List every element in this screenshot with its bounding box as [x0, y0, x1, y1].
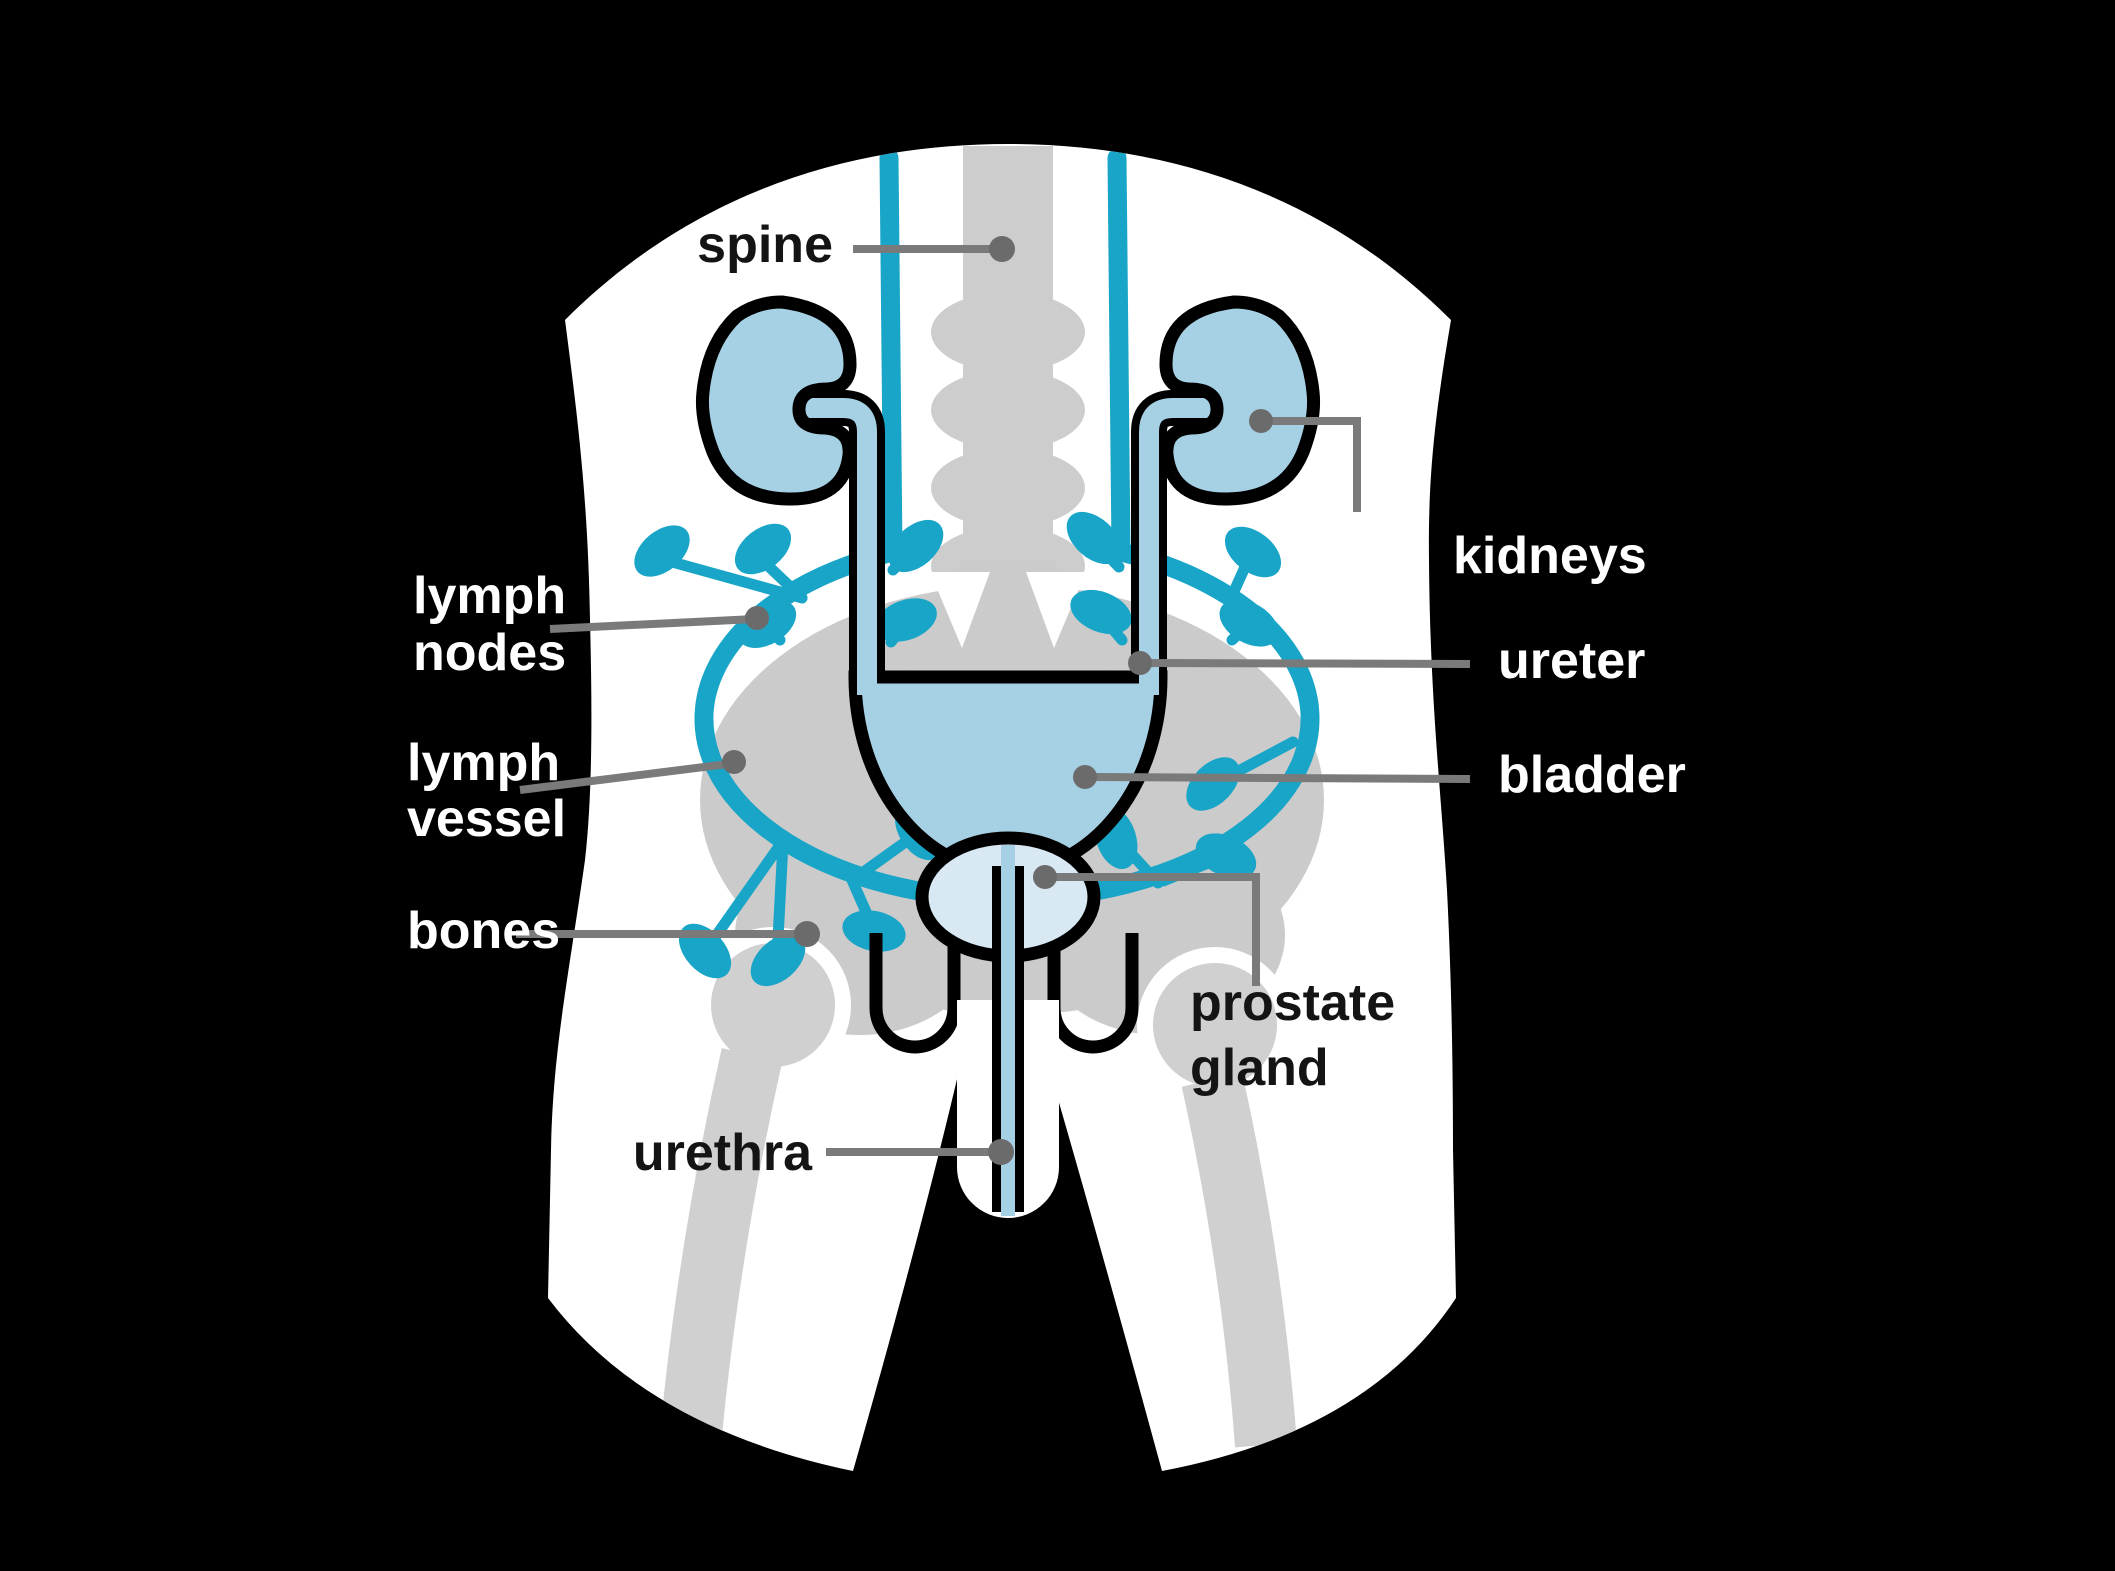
- label-bones: bones: [407, 902, 560, 960]
- lymph-node: [750, 933, 806, 987]
- urethra-dot: [988, 1139, 1014, 1165]
- ureter-right-tube: [1131, 390, 1216, 695]
- label-ureter: ureter: [1498, 632, 1645, 690]
- lymph-node: [1219, 599, 1279, 647]
- lymph-node: [634, 525, 690, 577]
- vertebra: [931, 292, 1085, 372]
- lymph-node: [1070, 589, 1132, 635]
- sacrum-notch: [930, 572, 990, 648]
- kidney-right: [1159, 295, 1320, 506]
- lymph-node: [875, 598, 937, 642]
- vertebra: [931, 370, 1085, 450]
- bladder-dot: [1073, 765, 1097, 789]
- label-lymph-nodes-1: lymph: [413, 567, 566, 625]
- pelvic-bone-outline-left: [869, 933, 961, 1054]
- label-lymph-vessel-2: vessel: [407, 790, 566, 848]
- lymph-vessel-leader: [519, 759, 737, 794]
- prostate-leader: [1045, 873, 1260, 986]
- label-lymph-nodes-2: nodes: [413, 624, 566, 682]
- vertebra: [931, 448, 1085, 528]
- kidneys-dot: [1249, 409, 1273, 433]
- ureter-left-tube: [800, 390, 885, 695]
- lymph-node: [888, 519, 944, 573]
- label-lymph-vessel-1: lymph: [407, 734, 560, 792]
- lymph-node: [1224, 526, 1282, 578]
- sacrum-notch: [1026, 572, 1086, 648]
- prostate-dot: [1033, 865, 1057, 889]
- spine-dot: [989, 236, 1015, 262]
- lymph-vessel-dot: [722, 750, 746, 774]
- label-prostate-gland-2: gland: [1190, 1039, 1329, 1097]
- bladder-leader: [1084, 773, 1471, 783]
- label-prostate-gland-1: prostate: [1190, 974, 1395, 1032]
- femur-right: [1137, 947, 1297, 1448]
- lymph-node: [734, 523, 792, 575]
- label-urethra: urethra: [633, 1124, 813, 1182]
- lymph-node: [1066, 511, 1122, 565]
- lymph-nodes-leader: [549, 615, 756, 633]
- ureter-leader: [1139, 659, 1471, 668]
- label-bladder: bladder: [1498, 746, 1686, 804]
- bones-dot: [794, 921, 820, 947]
- ureter-dot: [1128, 651, 1152, 675]
- leader-lines: [516, 236, 1471, 1165]
- kidneys-leader: [1261, 417, 1361, 512]
- lymph-node: [842, 910, 906, 952]
- femur-left: [659, 927, 851, 1448]
- lymph-node: [1186, 757, 1240, 811]
- label-spine: spine: [697, 216, 833, 274]
- lymph-nodes: [634, 511, 1282, 987]
- lymph-nodes-dot: [745, 606, 769, 630]
- kidney-left: [696, 295, 857, 506]
- labels: spine kidneys ureter bladder lymph nodes…: [407, 216, 1686, 1182]
- label-kidneys: kidneys: [1453, 527, 1647, 585]
- lymph-node: [1195, 833, 1257, 879]
